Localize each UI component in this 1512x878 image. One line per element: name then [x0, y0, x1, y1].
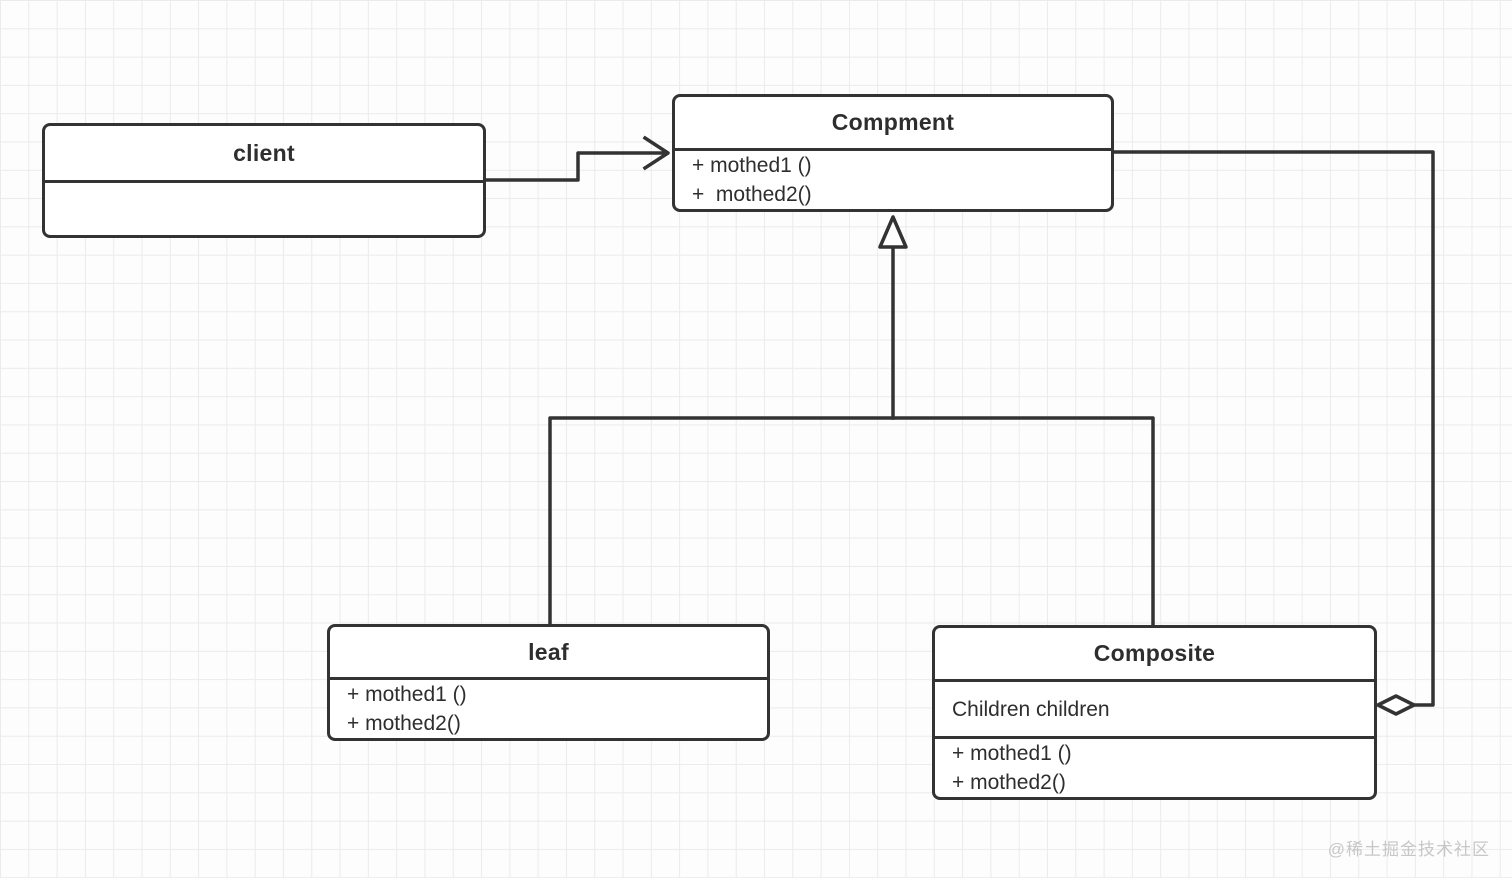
class-title-compment: Compment: [675, 97, 1111, 151]
hollow-triangle-icon: [878, 215, 908, 249]
leaf-methods-compartment: + mothed1 () + mothed2(): [330, 680, 767, 738]
open-arrowhead-icon: [642, 135, 670, 171]
composite-attributes-compartment: Children children: [935, 682, 1374, 739]
method-line: + mothed2(): [692, 183, 812, 206]
class-title-composite: Composite: [935, 628, 1374, 683]
class-title-client: client: [45, 126, 483, 183]
method-line: + mothed2(): [952, 771, 1066, 794]
watermark: @稀土掘金技术社区: [1327, 840, 1490, 859]
class-box-leaf: leaf + mothed1 () + mothed2(): [327, 624, 770, 741]
composite-methods-compartment: + mothed1 () + mothed2(): [935, 739, 1374, 797]
method-line: + mothed1 (): [952, 742, 1072, 765]
hollow-diamond-icon: [1376, 694, 1416, 716]
class-box-compment: Compment + mothed1 () + mothed2(): [672, 94, 1114, 212]
attribute-line: Children children: [952, 697, 1110, 721]
inheritance-connector: [548, 215, 1155, 627]
class-title-leaf: leaf: [330, 627, 767, 680]
class-box-client: client: [42, 123, 486, 238]
method-line: + mothed1 (): [347, 683, 467, 706]
association-client-to-compment: [484, 135, 670, 182]
compment-methods-compartment: + mothed1 () + mothed2(): [675, 151, 1111, 209]
method-line: + mothed2(): [347, 712, 461, 735]
aggregation-connector: [1112, 150, 1435, 716]
class-box-composite: Composite Children children + mothed1 ()…: [932, 625, 1377, 800]
method-line: + mothed1 (): [692, 154, 812, 177]
client-body-compartment: [45, 183, 483, 235]
